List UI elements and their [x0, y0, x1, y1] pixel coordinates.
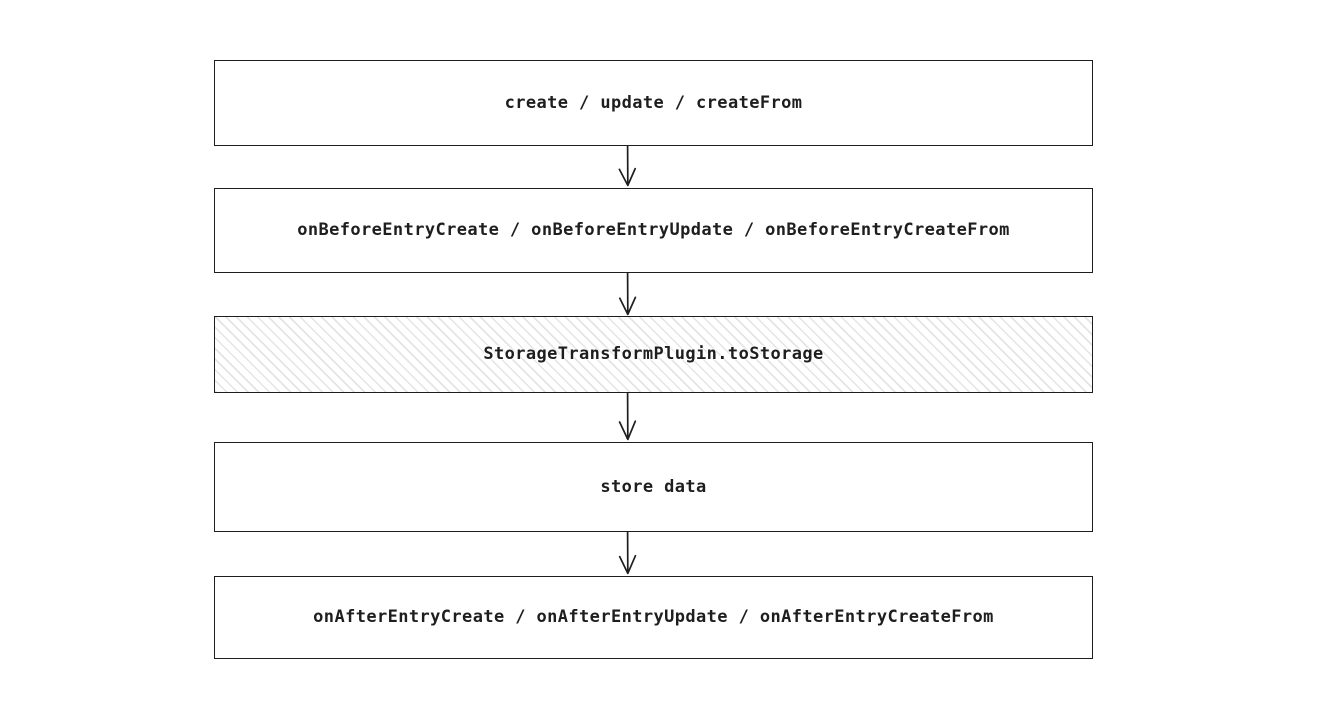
edge-lifecycle-to-before-hooks: [607, 145, 649, 188]
edge-store-data-to-after-hooks: [607, 531, 649, 576]
edge-before-hooks-to-storage-transform: [607, 272, 649, 317]
down-arrow-icon: [618, 272, 637, 316]
node-after-entry-hooks[interactable]: onAfterEntryCreate / onAfterEntryUpdate …: [214, 576, 1093, 659]
down-arrow-icon: [618, 145, 637, 187]
edge-storage-transform-to-store-data: [607, 392, 649, 442]
node-store-data[interactable]: store data: [214, 442, 1093, 532]
down-arrow-icon: [618, 531, 637, 575]
node-label: StorageTransformPlugin.toStorage: [483, 344, 824, 364]
node-label: store data: [600, 476, 707, 497]
node-label: onBeforeEntryCreate / onBeforeEntryUpdat…: [297, 220, 1010, 240]
node-label: onAfterEntryCreate / onAfterEntryUpdate …: [313, 607, 994, 627]
node-lifecycle-methods[interactable]: create / update / createFrom: [214, 60, 1093, 146]
node-label: create / update / createFrom: [504, 92, 803, 113]
node-before-entry-hooks[interactable]: onBeforeEntryCreate / onBeforeEntryUpdat…: [214, 188, 1093, 273]
node-storage-transform-to-storage[interactable]: StorageTransformPlugin.toStorage: [214, 316, 1093, 393]
down-arrow-icon: [618, 392, 637, 441]
